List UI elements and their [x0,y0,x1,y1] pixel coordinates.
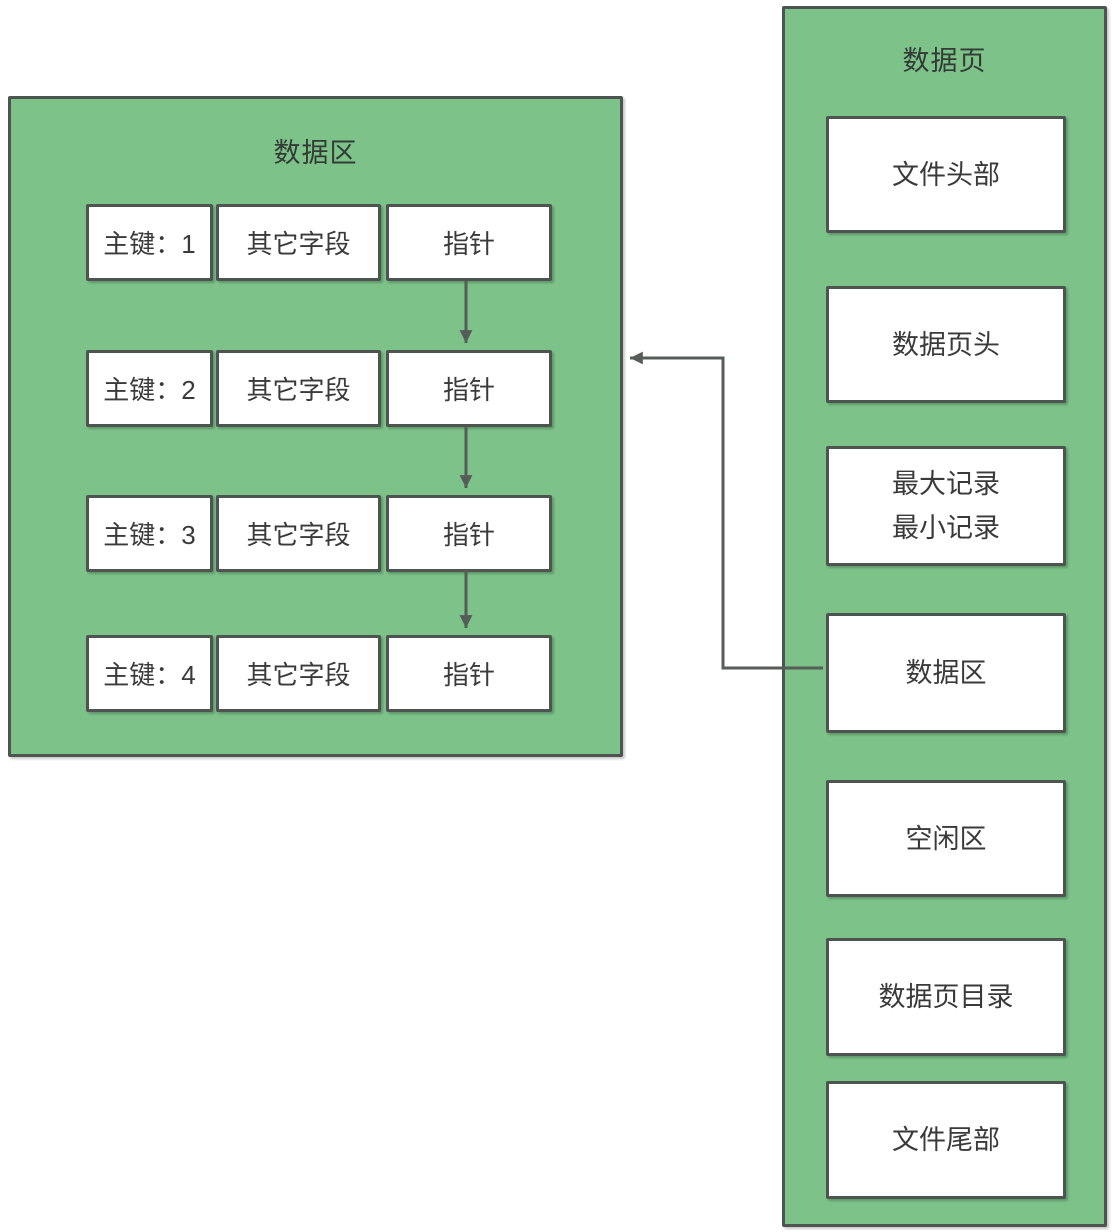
pointer-cell: 指针 [386,495,552,572]
other-fields-cell: 其它字段 [216,635,381,712]
box-label: 文件头部 [892,159,1000,190]
data-page-panel: 数据页 文件头部 数据页头 最大记录 最小记录 数据区 空闲区 数据页目录 文件… [782,6,1107,1227]
pointer-cell: 指针 [386,350,552,427]
pointer-cell: 指针 [386,635,552,712]
other-fields-cell: 其它字段 [216,204,381,281]
page-header-box: 数据页头 [826,286,1066,403]
box-label: 空闲区 [905,823,987,854]
data-area-box: 数据区 [826,613,1066,733]
other-fields-cell: 其它字段 [216,350,381,427]
data-area-panel-title: 数据区 [273,138,358,168]
primary-key-cell: 主键：3 [86,495,213,572]
primary-key-cell: 主键：4 [86,635,213,712]
other-fields-cell: 其它字段 [216,495,381,572]
data-page-panel-title: 数据页 [902,46,987,76]
page-directory-box: 数据页目录 [826,938,1066,1056]
box-label-line2: 最小记录 [892,513,1000,543]
max-min-record-box: 最大记录 最小记录 [826,446,1066,566]
box-label: 数据页头 [892,329,1000,360]
box-label: 最大记录 [892,469,1000,499]
primary-key-cell: 主键：2 [86,350,213,427]
free-area-box: 空闲区 [826,780,1066,897]
file-header-box: 文件头部 [826,116,1066,233]
data-area-panel: 数据区 主键：1 其它字段 指针 主键：2 其它字段 指针 主键：3 其它字段 … [8,96,623,757]
box-label: 数据区 [905,658,987,688]
file-footer-box: 文件尾部 [826,1081,1066,1199]
pointer-cell: 指针 [386,204,552,281]
primary-key-cell: 主键：1 [86,204,213,281]
box-label: 文件尾部 [892,1125,1000,1155]
box-label: 数据页目录 [878,982,1014,1012]
